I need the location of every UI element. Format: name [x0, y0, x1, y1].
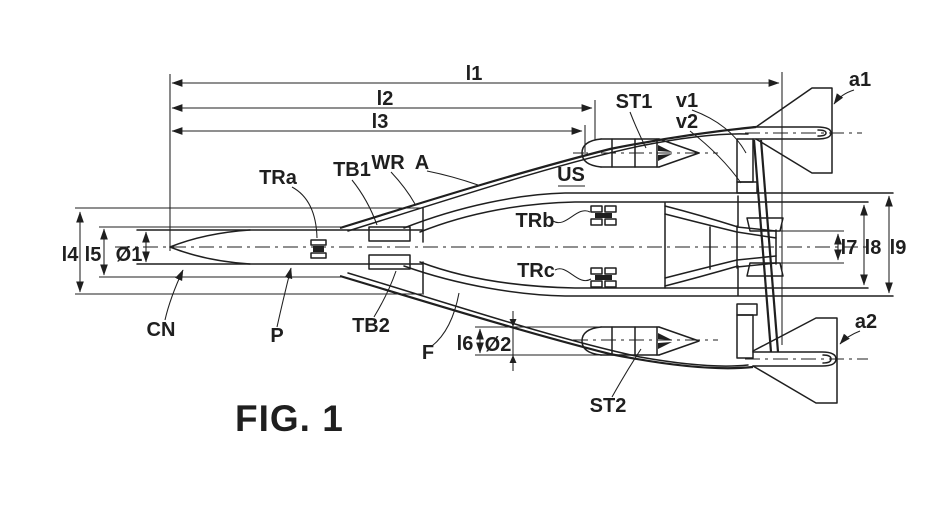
- dimension-lines: [75, 72, 893, 371]
- label-trc: TRc: [517, 260, 555, 282]
- leader-st2: [611, 348, 642, 398]
- leader-tra: [291, 186, 318, 239]
- label-l2: l2: [377, 88, 394, 110]
- wing-body-top-inner: [419, 201, 869, 233]
- leading-edge-lower: [339, 274, 754, 370]
- pod2-tail: [658, 326, 700, 356]
- label-l8: l8: [865, 237, 882, 259]
- leader-a1: [833, 89, 855, 105]
- pod-st1: [581, 138, 700, 168]
- boom-a2: [752, 351, 837, 367]
- pod2-frames: [611, 326, 658, 356]
- label-tra: TRa: [259, 167, 298, 189]
- leader-tb1: [351, 179, 378, 226]
- label-v1: v1: [676, 90, 698, 112]
- pod1-nose: [581, 138, 602, 168]
- pod-st2: [581, 326, 700, 356]
- leader-v2: [689, 130, 742, 184]
- aircraft-outline: [136, 87, 894, 404]
- nacelle-boattail-upper: [664, 205, 739, 228]
- leading-edge-lower-inner: [347, 272, 749, 367]
- nozzle-walls: [736, 226, 777, 268]
- leading-edge-upper-inner: [347, 133, 749, 232]
- label-l6: l6: [457, 333, 474, 355]
- tip-strut-right: [759, 139, 780, 353]
- label-cn: CN: [147, 319, 176, 341]
- pod1-nozzle-icon: [658, 145, 672, 161]
- nacelle-boattail-lower: [664, 265, 739, 287]
- pod1-tail: [658, 138, 700, 168]
- pod1-frames: [611, 138, 658, 168]
- label-f: F: [422, 342, 434, 364]
- label-p: P: [270, 325, 283, 347]
- leader-tb2: [373, 270, 397, 318]
- leader-a2: [839, 330, 861, 345]
- leader-p: [276, 267, 293, 328]
- box-tb1: [368, 226, 411, 242]
- label-trb: TRb: [516, 210, 555, 232]
- label-a: A: [415, 152, 429, 174]
- pod1-body: [600, 138, 660, 168]
- pod2-body: [600, 326, 660, 356]
- strut-v1-lower: [736, 314, 754, 359]
- label-a1: a1: [849, 69, 871, 91]
- nose-cone-lower: [169, 246, 251, 265]
- tra-icon: [310, 239, 327, 259]
- leader-wr: [390, 171, 416, 205]
- trb-icon: [590, 205, 617, 226]
- label-st1: ST1: [616, 91, 653, 113]
- trc-icon: [590, 267, 617, 288]
- leader-cn: [164, 269, 184, 321]
- boom-a1: [752, 126, 832, 140]
- label-tb1: TB1: [333, 159, 371, 181]
- fin-a1: [755, 87, 833, 174]
- label-l3: l3: [372, 111, 389, 133]
- leader-f: [431, 292, 460, 347]
- leader-trc: [554, 268, 592, 282]
- wing-body-top-outer: [403, 192, 894, 229]
- strut-v1: [736, 138, 754, 183]
- label-wr: WR: [371, 152, 405, 174]
- leader-a: [426, 170, 479, 186]
- label-us: US: [557, 164, 585, 186]
- wing-body-bottom-inner: [419, 261, 869, 289]
- strut-v2-lower: [736, 303, 758, 316]
- boom-a1-tip: [817, 129, 827, 137]
- pod2-nozzle-icon: [658, 333, 672, 349]
- label-l9: l9: [890, 237, 907, 259]
- label-tb2: TB2: [352, 315, 390, 337]
- label-a2: a2: [855, 311, 877, 333]
- strut-v2: [736, 181, 758, 194]
- flap-upper: [746, 217, 784, 232]
- equipment-icons: [310, 205, 617, 288]
- fin-a2: [752, 317, 838, 404]
- label-l1: l1: [466, 63, 483, 85]
- leader-v1: [691, 109, 747, 154]
- dia2-arrow-bottom: [509, 355, 517, 363]
- leader-st1: [629, 111, 647, 149]
- pod2-nose: [581, 326, 602, 356]
- figure-labels: l1 l2 l3 l4 l5 Ø1 l7 l8 l9 l6 Ø2 TRa TB1…: [62, 63, 907, 439]
- label-dia1: Ø1: [116, 244, 143, 266]
- label-dia2: Ø2: [485, 334, 512, 356]
- label-l4: l4: [62, 244, 80, 266]
- label-st2: ST2: [590, 395, 627, 417]
- leader-trb: [552, 210, 591, 224]
- flap-lower: [746, 262, 784, 277]
- centerlines: [115, 132, 868, 360]
- leading-edge-upper: [339, 125, 757, 230]
- nose-cone-upper: [169, 229, 251, 248]
- leader-lines: [164, 89, 861, 398]
- label-v2: v2: [676, 111, 698, 133]
- wing-body-bottom-outer: [403, 265, 894, 297]
- label-l5: l5: [85, 244, 102, 266]
- nacelle-inner-upper: [664, 213, 738, 233]
- tip-strut-left: [752, 139, 773, 353]
- boom-a2-tip: [822, 354, 832, 364]
- box-tb2: [368, 254, 411, 270]
- label-l7: l7: [841, 237, 858, 259]
- figure-caption: FIG. 1: [235, 398, 344, 439]
- nacelle-inner-lower: [664, 259, 738, 279]
